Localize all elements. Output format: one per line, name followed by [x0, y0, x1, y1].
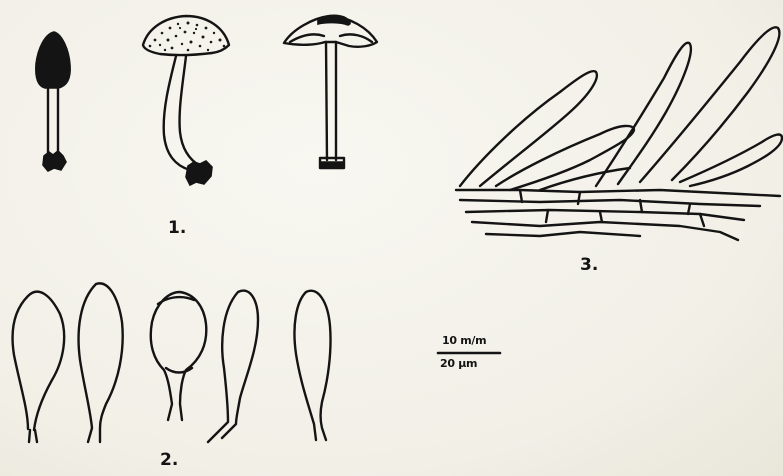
- cystidium-1: [13, 292, 65, 442]
- mushroom-bell-cap: [143, 16, 229, 185]
- cystidium-2: [79, 283, 123, 442]
- figure-1-mushrooms: [36, 15, 377, 185]
- hypha-strand-4: [472, 222, 738, 240]
- figure-2-label: 2.: [160, 450, 178, 470]
- mushroom-flat-cap: [284, 15, 377, 168]
- cystidium-4: [208, 291, 258, 442]
- scale-bar-top-text: 10 m/m: [442, 334, 486, 347]
- figure-2-cystidia: [13, 283, 331, 442]
- hypha-cell-5: [680, 135, 782, 186]
- figure-3-hyphae: [456, 27, 782, 240]
- hypha-cell-1: [460, 71, 597, 186]
- young-stipe-base: [43, 151, 66, 171]
- hypha-strand-2: [460, 200, 760, 206]
- flat-cap-gill-right: [340, 34, 372, 42]
- bell-cap-stipples: [149, 22, 226, 52]
- hypha-cell-6: [540, 168, 630, 190]
- hypha-cell-4: [640, 27, 779, 182]
- hypha-strand-1: [456, 190, 780, 196]
- figure-3-label: 3.: [580, 255, 598, 275]
- bell-stipe: [164, 56, 200, 170]
- young-stipe: [48, 88, 58, 158]
- bell-stipe-base: [186, 161, 212, 185]
- mushroom-young-closed-cap: [36, 32, 70, 171]
- hypha-septa: [520, 190, 704, 226]
- cystidium-3: [151, 292, 207, 420]
- cystidium-5: [294, 291, 330, 440]
- hypha-cell-3: [596, 43, 691, 186]
- flat-stipe: [326, 42, 336, 160]
- scale-bar-bottom-text: 20 µm: [440, 357, 477, 370]
- figure-1-label: 1.: [168, 218, 186, 238]
- bell-cap: [143, 16, 229, 55]
- hypha-strand-5: [486, 232, 640, 236]
- flat-stipe-base-fill: [320, 162, 344, 168]
- flat-cap-gill-left: [290, 34, 324, 42]
- young-cap: [36, 32, 70, 88]
- flat-cap-dark-margin: [318, 15, 350, 25]
